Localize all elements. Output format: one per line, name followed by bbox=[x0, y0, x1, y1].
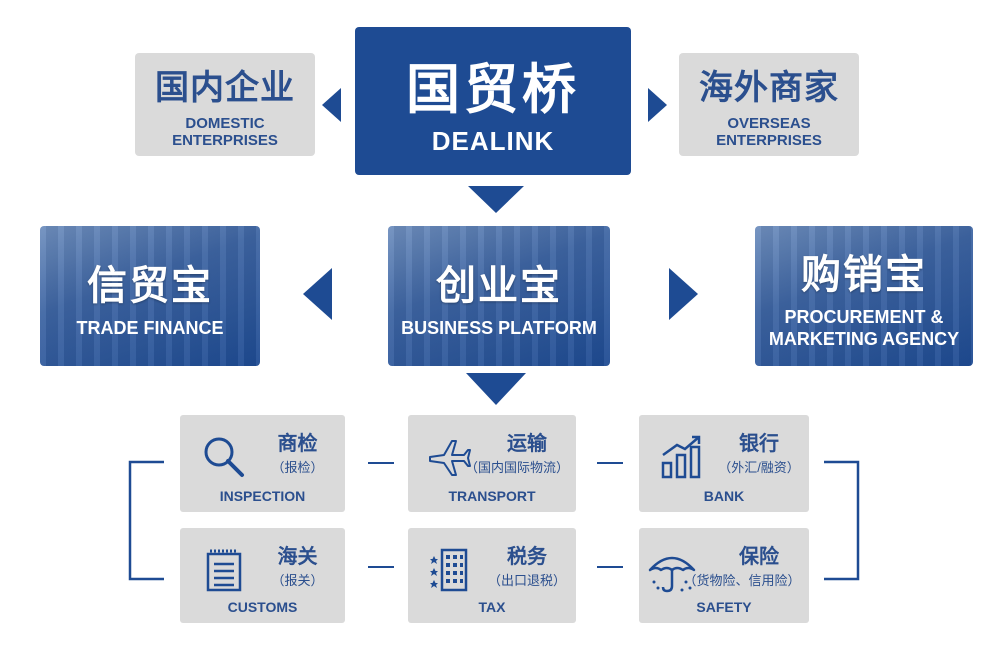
business-platform-box: 创业宝 BUSINESS PLATFORM bbox=[388, 226, 610, 366]
connector-dash bbox=[368, 462, 394, 464]
safety-en-label: SAFETY bbox=[696, 599, 752, 615]
customs-en-label: CUSTOMS bbox=[227, 599, 298, 615]
arrow-left-icon bbox=[303, 268, 332, 320]
transport-cn-label: 运输 bbox=[507, 433, 547, 455]
building-icon bbox=[430, 548, 468, 592]
service-tax: 税务 （出口退税） TAX bbox=[408, 528, 576, 623]
service-customs: 海关 （报关） CUSTOMS bbox=[180, 528, 345, 623]
overseas-en-label-2: ENTERPRISES bbox=[716, 132, 822, 149]
bank-sub-label: （外汇/融资） bbox=[718, 460, 800, 475]
procurement-en-label-2: MARKETING AGENCY bbox=[768, 329, 960, 349]
customs-sub-label: （报关） bbox=[271, 573, 324, 588]
arrow-down-icon bbox=[466, 373, 526, 405]
inspection-cn-label: 商检 bbox=[277, 433, 318, 455]
overseas-enterprises-box: 海外商家 OVERSEAS ENTERPRISES bbox=[679, 53, 859, 156]
domestic-en-label-1: DOMESTIC bbox=[185, 115, 265, 132]
trade-finance-box: 信贸宝 TRADE FINANCE bbox=[40, 226, 260, 366]
procurement-cn-label: 购销宝 bbox=[801, 253, 927, 297]
dealink-hub-box: 国贸桥 DEALINK bbox=[355, 27, 631, 175]
transport-en-label: TRANSPORT bbox=[448, 488, 536, 504]
procurement-marketing-box: 购销宝 PROCUREMENT & MARKETING AGENCY bbox=[755, 226, 973, 366]
business-platform-cn-label: 创业宝 bbox=[436, 264, 562, 308]
magnifier-icon bbox=[204, 437, 244, 477]
business-platform-en-label: BUSINESS PLATFORM bbox=[401, 318, 597, 338]
procurement-en-label-1: PROCUREMENT & bbox=[784, 307, 944, 327]
left-bracket bbox=[128, 460, 164, 581]
airplane-icon bbox=[429, 440, 471, 476]
bank-cn-label: 银行 bbox=[739, 433, 779, 455]
overseas-en-label-1: OVERSEAS bbox=[727, 115, 811, 132]
safety-cn-label: 保险 bbox=[739, 546, 779, 568]
connector-dash bbox=[368, 566, 394, 568]
arrow-left-icon bbox=[322, 88, 341, 122]
overseas-cn-label: 海外商家 bbox=[699, 69, 839, 107]
domestic-cn-label: 国内企业 bbox=[155, 69, 295, 107]
inspection-sub-label: （报检） bbox=[271, 460, 324, 475]
transport-sub-label: （国内国际物流） bbox=[464, 460, 569, 475]
connector-dash bbox=[597, 566, 623, 568]
hub-en-label: DEALINK bbox=[431, 126, 555, 156]
domestic-enterprises-box: 国内企业 DOMESTIC ENTERPRISES bbox=[135, 53, 315, 156]
safety-sub-label: （货物险、信用险） bbox=[683, 573, 801, 588]
connector-dash bbox=[597, 462, 623, 464]
arrow-right-icon bbox=[648, 88, 667, 122]
right-bracket bbox=[824, 460, 860, 581]
hub-cn-label: 国贸桥 bbox=[406, 60, 580, 120]
trade-finance-cn-label: 信贸宝 bbox=[87, 264, 213, 308]
trade-finance-en-label: TRADE FINANCE bbox=[76, 318, 224, 338]
document-icon bbox=[206, 549, 242, 592]
tax-sub-label: （出口退税） bbox=[487, 573, 566, 588]
arrow-right-icon bbox=[669, 268, 698, 320]
service-safety: 保险 （货物险、信用险） SAFETY bbox=[639, 528, 809, 623]
tax-cn-label: 税务 bbox=[507, 546, 547, 568]
customs-cn-label: 海关 bbox=[277, 546, 318, 568]
tax-en-label: TAX bbox=[478, 599, 506, 615]
domestic-en-label-2: ENTERPRISES bbox=[172, 132, 278, 149]
bar-chart-icon bbox=[661, 435, 701, 479]
umbrella-icon bbox=[648, 556, 696, 593]
arrow-down-icon bbox=[468, 186, 524, 213]
service-transport: 运输 （国内国际物流） TRANSPORT bbox=[408, 415, 576, 512]
inspection-en-label: INSPECTION bbox=[219, 488, 306, 504]
bank-en-label: BANK bbox=[703, 488, 745, 504]
service-bank: 银行 （外汇/融资） BANK bbox=[639, 415, 809, 512]
service-inspection: 商检 （报检） INSPECTION bbox=[180, 415, 345, 512]
